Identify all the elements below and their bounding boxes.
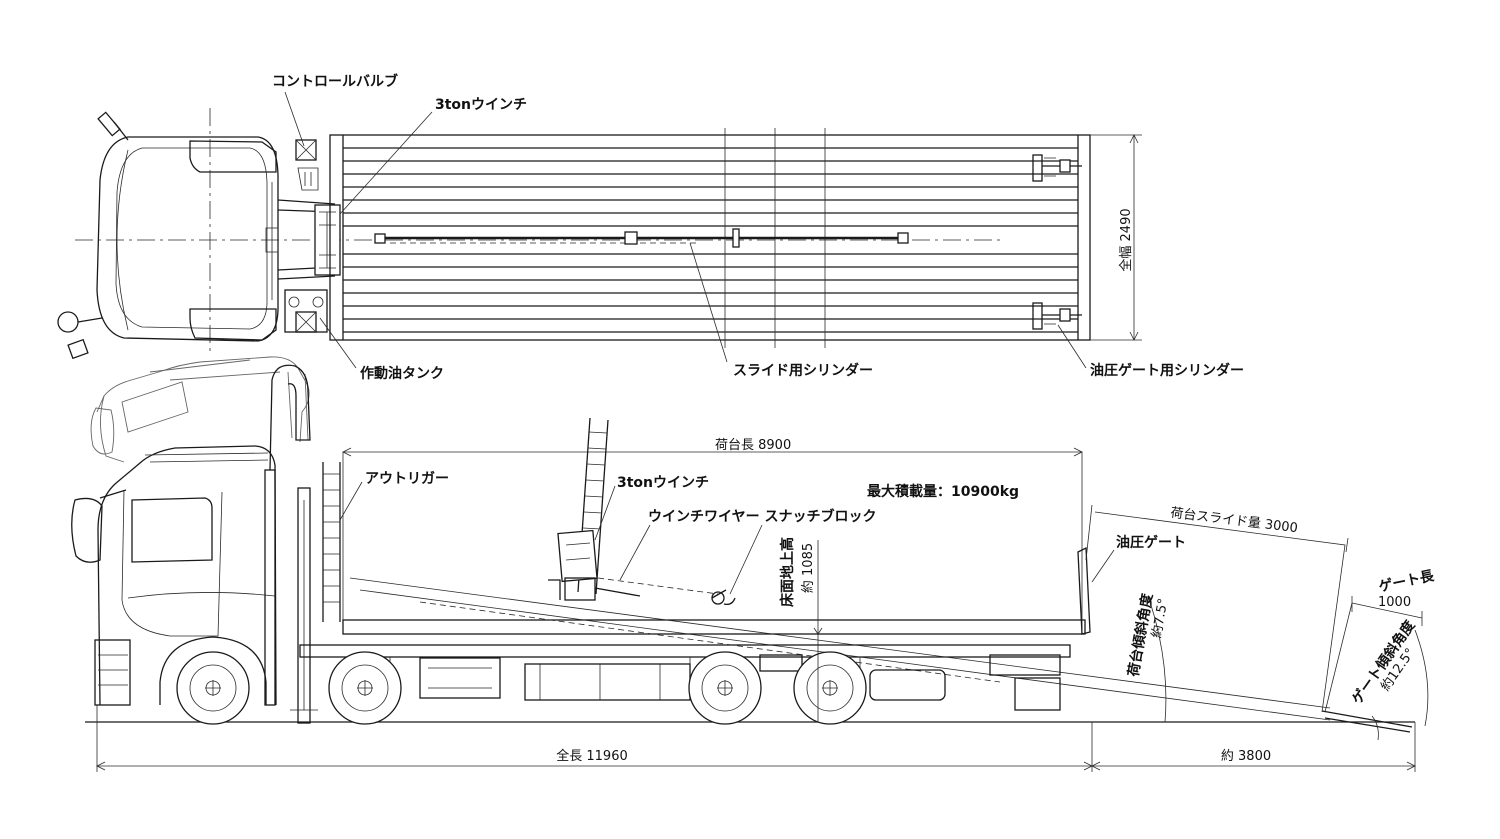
- side-leaders: [339, 481, 1115, 595]
- cab-side: [71, 364, 311, 706]
- crane-pipe: [269, 364, 311, 471]
- outrigger-label: アウトリガー: [365, 471, 449, 487]
- gate-cylinder-bottom: [1032, 302, 1082, 330]
- floor-height-value: 約 1085: [801, 543, 816, 593]
- deck-outline: [329, 134, 1091, 341]
- windshield-line: [116, 149, 129, 331]
- chassis-frame: [299, 644, 1071, 658]
- floor-height-label: 床面地上高: [779, 537, 796, 607]
- top-leaders: [284, 91, 1087, 369]
- deck-angle-value: 約7.5°: [1150, 597, 1172, 639]
- tilted-deck: [349, 504, 1413, 733]
- gate-length-dimension: [1324, 596, 1423, 713]
- mirror-bottom: [57, 311, 79, 333]
- overall-dimension: [96, 705, 1416, 772]
- hydraulic-gate-label: 油圧ゲート: [1116, 534, 1186, 551]
- gate-cylinder-label: 油圧ゲート用シリンダー: [1090, 362, 1244, 379]
- floor-height-dimension: 床面地上高 約 1085: [779, 537, 823, 722]
- control-valve: [295, 139, 319, 191]
- cab-visor-top: [189, 140, 277, 173]
- load-envelope: [342, 447, 1083, 630]
- cab-top: [57, 111, 279, 360]
- width-dimension: 全幅 2490: [1090, 134, 1142, 341]
- angle-arcs: [1147, 595, 1429, 741]
- oil-tank: [284, 289, 328, 333]
- winch-wire: [597, 577, 736, 606]
- deck-side: [299, 546, 1091, 672]
- mirror-arm-bottom: [77, 317, 103, 323]
- cab-step: [265, 227, 279, 253]
- second-front-wheel: [328, 651, 402, 725]
- cab-rear-pole: [264, 469, 276, 706]
- deck-top: [329, 128, 1091, 348]
- deck-length-label: 荷台長 8900: [715, 438, 791, 453]
- control-valve-label: コントロールバルブ: [272, 73, 398, 90]
- max-load-label: 最大積載量：10900kg: [867, 483, 1019, 500]
- snatch-block-label: ウインチワイヤー スナッチブロック: [648, 508, 876, 525]
- slide-cylinder-label: スライド用シリンダー: [733, 362, 873, 379]
- top-view: 全幅 2490 コントロールバルブ 3tonウインチ 作動油タンク スライド用シ…: [57, 73, 1244, 382]
- width-label: 全幅 2490: [1118, 208, 1134, 271]
- cab-door: [121, 489, 223, 637]
- ghost-tilted-cab: [90, 356, 310, 463]
- rear-wheel-front: [688, 651, 762, 725]
- fuel-tank: [869, 669, 946, 701]
- rear-wheel-back: [793, 651, 867, 725]
- gate-cylinder-top: [1032, 154, 1082, 182]
- cab-roof-inner: [115, 147, 268, 330]
- outrigger: [290, 462, 341, 724]
- slide-amount-label: 荷台スライド量 3000: [1169, 506, 1298, 537]
- front-bumper: [94, 639, 131, 706]
- deck-slats: [343, 147, 1078, 333]
- side-view: 床面地上高 約 1085 荷台長 8900 アウトリガー 3tonウインチ 最大…: [71, 356, 1436, 772]
- front-wheel: [176, 651, 250, 725]
- winch-tower: [548, 417, 641, 601]
- oil-tank-label: 作動油タンク: [360, 365, 444, 382]
- extension-length-label: 約 3800: [1221, 749, 1271, 764]
- winch-top: [314, 204, 341, 276]
- gate-length-value: 1000: [1378, 595, 1411, 610]
- front-equipment: [277, 139, 341, 333]
- front-wheel-arch: [159, 636, 267, 705]
- cab-window: [131, 497, 213, 563]
- gate-length-label: ゲート長: [1377, 567, 1436, 595]
- overall-length-label: 全長 11960: [556, 748, 628, 764]
- winch-side-label: 3tonウインチ: [617, 475, 709, 491]
- slide-cylinder: [374, 228, 909, 248]
- winch-top-label: 3tonウインチ: [435, 97, 527, 113]
- mirror-top: [97, 111, 121, 137]
- cab-visor-bottom: [189, 308, 277, 341]
- cab-outline: [96, 136, 279, 342]
- mirror-bottom-lower: [67, 338, 89, 360]
- snatch-block: [711, 589, 736, 606]
- side-mirror: [71, 497, 103, 563]
- rear-gate: [1077, 546, 1091, 635]
- deck-platform: [342, 619, 1086, 635]
